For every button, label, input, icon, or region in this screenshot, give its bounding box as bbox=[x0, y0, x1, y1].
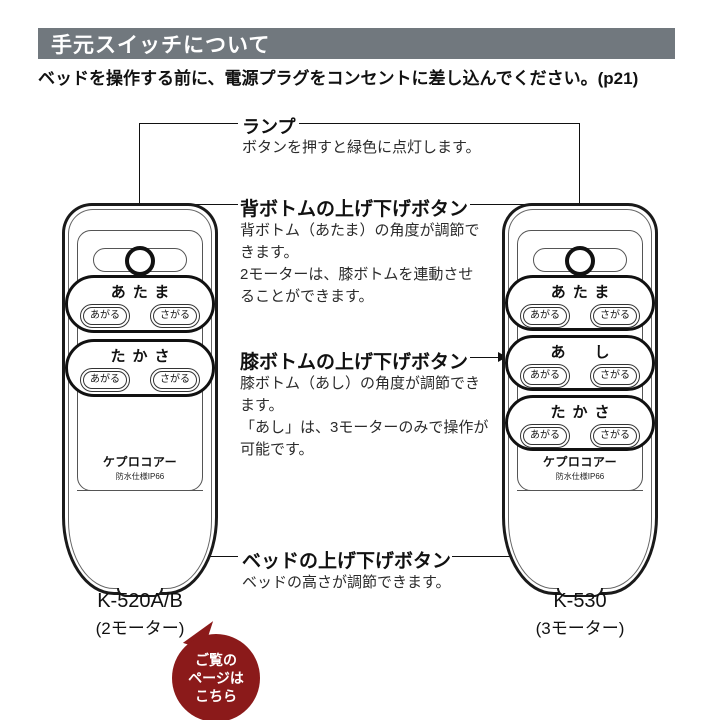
section-header-bar: 手元スイッチについて bbox=[38, 28, 675, 59]
model-name: K-530 bbox=[553, 590, 607, 612]
height-down-button[interactable]: さがる bbox=[590, 424, 640, 448]
waterproof-spec: 防水仕様IP66 bbox=[115, 472, 165, 481]
intro-text: ベッドを操作する前に、電源プラグをコンセントに差し込んでください。(p21) bbox=[38, 69, 639, 88]
lamp-line-right-v bbox=[579, 123, 580, 241]
panel-bottom-line bbox=[77, 490, 203, 491]
callout-back-desc: 背ボトム（あたま）の角度が調節で きます。 2モーターは、膝ボトムを連動させ る… bbox=[240, 222, 480, 305]
group-label: あたま bbox=[110, 284, 177, 301]
head-down-button[interactable]: さがる bbox=[150, 304, 200, 328]
remote-k530-group-head: あたま あがる さがる bbox=[505, 275, 655, 331]
page-reference-badge[interactable]: ご覧の ページは こちら bbox=[172, 634, 260, 720]
brand-block: ケプロコアー 防水仕様IP66 bbox=[502, 453, 658, 482]
lamp-line-left-v bbox=[139, 123, 140, 241]
callout-lamp-title: ランプ bbox=[242, 117, 296, 137]
remote-k520-group-height: たかさ あがる さがる bbox=[65, 339, 215, 397]
model-motor-count: (3モーター) bbox=[535, 619, 625, 638]
leg-up-button[interactable]: あがる bbox=[520, 364, 570, 388]
brand-logo: ケプロコアー bbox=[102, 455, 178, 469]
head-up-button[interactable]: あがる bbox=[520, 304, 570, 328]
height-down-button[interactable]: さがる bbox=[150, 368, 200, 392]
panel-bottom-line bbox=[517, 490, 643, 491]
remote-k530: あたま あがる さがる あ し あがる さがる たかさ あがる さがる ケプロコ… bbox=[502, 203, 658, 597]
group-label: たかさ bbox=[550, 404, 617, 421]
knee-line-h bbox=[470, 357, 499, 358]
callout-bed-desc: ベッドの高さが調節できます。 bbox=[242, 574, 451, 591]
head-up-button[interactable]: あがる bbox=[80, 304, 130, 328]
head-down-button[interactable]: さがる bbox=[590, 304, 640, 328]
model-motor-count: (2モーター) bbox=[95, 619, 185, 638]
callout-back-title: 背ボトムの上げ下げボタン bbox=[240, 199, 469, 220]
group-label: あたま bbox=[550, 284, 617, 301]
model-name: K-520A/B bbox=[97, 590, 183, 612]
remote-k530-lamp-icon bbox=[565, 246, 595, 276]
brand-block: ケプロコアー 防水仕様IP66 bbox=[62, 453, 218, 482]
lamp-line-right-h bbox=[299, 123, 580, 124]
callout-lamp-desc: ボタンを押すと緑色に点灯します。 bbox=[242, 139, 481, 156]
bed-line-right-h bbox=[452, 556, 540, 557]
remote-k520-lamp-icon bbox=[125, 246, 155, 276]
remote-k530-group-height: たかさ あがる さがる bbox=[505, 395, 655, 451]
brand-logo: ケプロコアー bbox=[542, 455, 618, 469]
callout-knee-desc: 膝ボトム（あし）の角度が調節でき ます。 「あし」は、3モーターのみで操作が 可… bbox=[240, 375, 489, 458]
model-label-k530: K-530 (3モーター) bbox=[502, 590, 658, 639]
remote-k530-group-leg: あ し あがる さがる bbox=[505, 335, 655, 391]
model-label-k520: K-520A/B (2モーター) bbox=[62, 590, 218, 639]
callout-bed-title: ベッドの上げ下げボタン bbox=[242, 551, 452, 572]
page-title: 手元スイッチについて bbox=[51, 33, 271, 57]
callout-knee-title: 膝ボトムの上げ下げボタン bbox=[240, 352, 469, 373]
height-up-button[interactable]: あがる bbox=[520, 424, 570, 448]
group-label: たかさ bbox=[110, 348, 177, 365]
leg-down-button[interactable]: さがる bbox=[590, 364, 640, 388]
remote-k520-group-head: あたま あがる さがる bbox=[65, 275, 215, 333]
group-label: あ し bbox=[550, 344, 617, 361]
remote-k520: あたま あがる さがる たかさ あがる さがる ケプロコアー 防水仕様IP66 bbox=[62, 203, 218, 597]
lamp-line-left-h bbox=[139, 123, 238, 124]
back-line-left-h bbox=[188, 204, 238, 205]
back-line-right-h bbox=[470, 204, 530, 205]
height-up-button[interactable]: あがる bbox=[80, 368, 130, 392]
badge-text: ご覧の ページは こちら bbox=[188, 651, 244, 705]
waterproof-spec: 防水仕様IP66 bbox=[555, 472, 605, 481]
